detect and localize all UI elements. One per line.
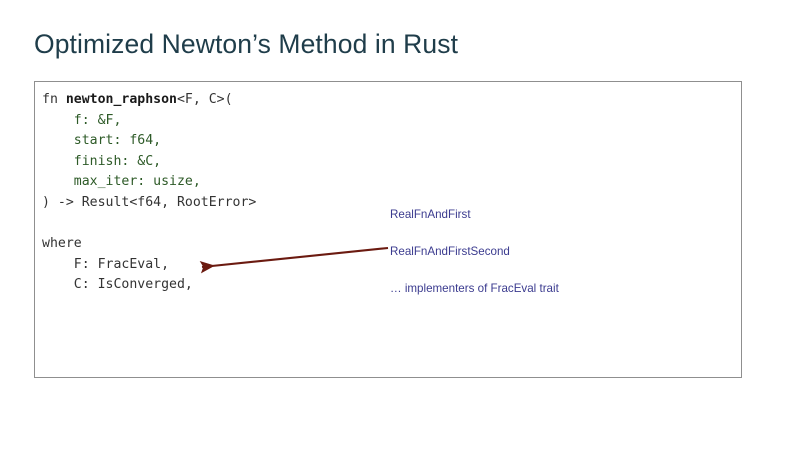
code-token: newton_raphson [65, 92, 177, 107]
code-block-container: fn newton_raphson<F, C>( f: &F, start: f… [34, 81, 742, 378]
code-line-blank-1: ​ [42, 214, 256, 235]
page-title: Optimized Newton’s Method in Rust [34, 29, 459, 59]
code-token: finish: &C, [42, 153, 162, 169]
code-token: f: &F, [42, 112, 122, 128]
annotation-implementers-note: … implementers of FracEval trait [390, 282, 559, 295]
code-token: fn [42, 92, 66, 107]
annotation-real-fn-and-first: RealFnAndFirst [390, 208, 471, 221]
code-line-where-keyword: where [42, 234, 256, 255]
code-token: start: f64, [42, 133, 162, 149]
code-line-param-finish: finish: &C, [42, 152, 256, 173]
code-token: where [42, 236, 82, 252]
code-token: max_iter: usize, [42, 174, 201, 190]
code-token: ) -> Result<f64, RootError> [42, 194, 257, 210]
annotation-real-fn-and-first-second: RealFnAndFirstSecond [390, 245, 510, 258]
code-listing: fn newton_raphson<F, C>( f: &F, start: f… [42, 90, 256, 296]
code-line-signature-open: fn newton_raphson<F, C>( [42, 90, 256, 111]
code-token: <F, C>( [176, 92, 233, 107]
code-token: C: IsConverged, [42, 277, 193, 293]
code-line-return-type: ) -> Result<f64, RootError> [42, 193, 256, 214]
code-line-param-f: f: &F, [42, 111, 256, 132]
code-line-param-max-iter: max_iter: usize, [42, 172, 256, 193]
code-line-param-start: start: f64, [42, 131, 256, 152]
code-line-bound-c-isconverged: C: IsConverged, [42, 275, 256, 296]
code-line-bound-f-fraceval: F: FracEval, [42, 255, 256, 276]
code-token: F: FracEval, [42, 256, 170, 272]
